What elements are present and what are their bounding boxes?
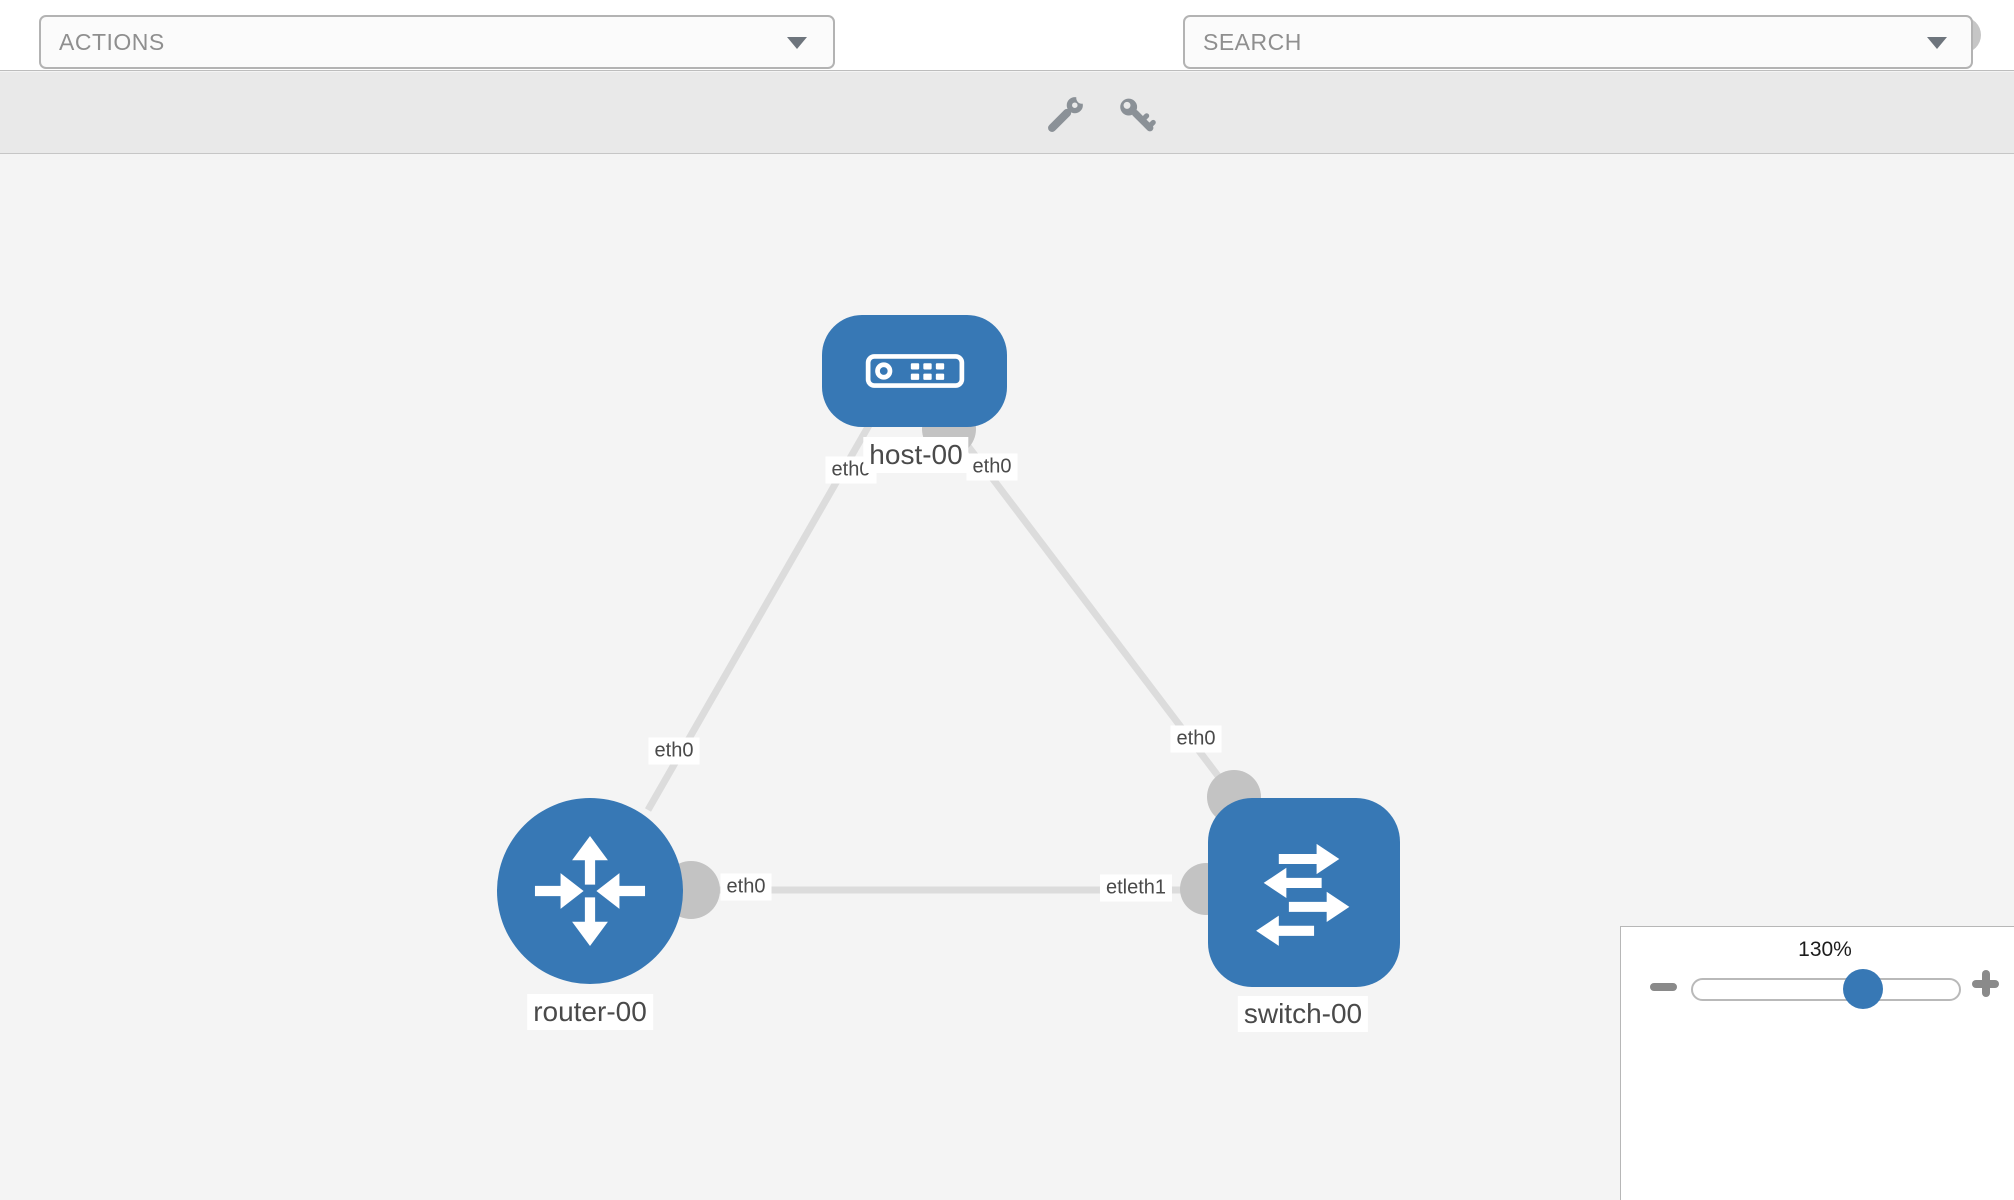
zoom-slider-thumb[interactable] [1843, 969, 1883, 1009]
chevron-down-icon [1927, 37, 1947, 49]
search-placeholder: SEARCH [1203, 28, 1302, 55]
actions-dropdown-label: ACTIONS [59, 28, 165, 55]
node-label-host: host-00 [863, 437, 969, 473]
topology-canvas[interactable]: eth0 host-00 eth0 eth0 eth0 eth0 etleth1… [0, 155, 2014, 1200]
iface-label: eth0 [966, 453, 1018, 481]
chevron-down-icon [787, 37, 807, 49]
zoom-in-icon[interactable] [1972, 970, 1999, 997]
host-device-icon [865, 354, 964, 388]
node-label-router: router-00 [527, 994, 653, 1030]
zoom-slider-track[interactable] [1691, 978, 1961, 1001]
switch-arrows-icon [1256, 843, 1350, 946]
zoom-out-icon[interactable] [1650, 983, 1677, 991]
iface-label: eth0 [720, 873, 772, 901]
iface-label: eth0 [648, 737, 700, 765]
zoom-level-value: 130% [1798, 938, 1852, 961]
node-switch-00[interactable] [1208, 798, 1400, 987]
iface-label: etleth1 [1099, 874, 1173, 902]
node-label-switch: switch-00 [1237, 996, 1369, 1032]
actions-dropdown[interactable]: ACTIONS [39, 15, 835, 69]
router-arrows-icon [534, 835, 646, 947]
node-router-00[interactable] [497, 798, 683, 984]
search-dropdown[interactable]: SEARCH [1183, 15, 1973, 69]
toolbar [0, 72, 2014, 154]
plus-bar [1982, 970, 1990, 997]
iface-label: eth0 [1170, 725, 1222, 753]
key-icon[interactable] [1114, 92, 1158, 136]
zoom-panel: 130% [1620, 926, 2014, 1200]
node-host-00[interactable] [822, 315, 1007, 427]
wrench-icon[interactable] [1044, 92, 1088, 136]
